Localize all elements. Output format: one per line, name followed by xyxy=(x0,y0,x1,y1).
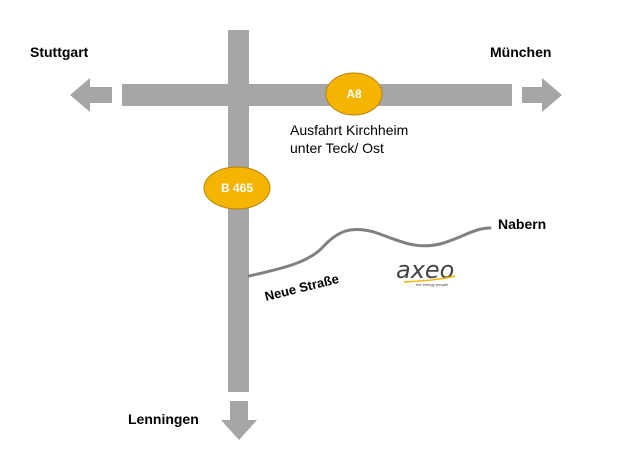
place-stuttgart: Stuttgart xyxy=(30,44,89,60)
arrow-east-icon xyxy=(522,78,562,112)
place-nabern: Nabern xyxy=(498,216,546,232)
b465-badge-label: B 465 xyxy=(221,181,253,195)
a8-badge xyxy=(325,72,383,116)
a8-badge-label: A8 xyxy=(346,87,362,101)
place-muenchen: München xyxy=(490,44,551,60)
neue-strasse-label: Neue Straße xyxy=(263,271,340,304)
axeo-logo-wordmark: axeo xyxy=(396,256,454,284)
exit-line-1: Ausfahrt Kirchheim xyxy=(290,122,408,138)
place-lenningen: Lenningen xyxy=(128,411,199,427)
b465-badge xyxy=(203,166,271,210)
arrow-south-icon xyxy=(221,401,257,440)
axeo-logo: axeo the energy people xyxy=(396,256,456,287)
axeo-logo-tagline: the energy people xyxy=(416,282,449,287)
axeo-logo-swoosh-icon xyxy=(403,275,456,283)
exit-line-2: unter Teck/ Ost xyxy=(290,140,384,156)
federal-road xyxy=(228,30,249,392)
neue-strasse-route xyxy=(247,226,492,278)
highway-road xyxy=(122,84,512,106)
arrow-west-icon xyxy=(70,78,112,112)
